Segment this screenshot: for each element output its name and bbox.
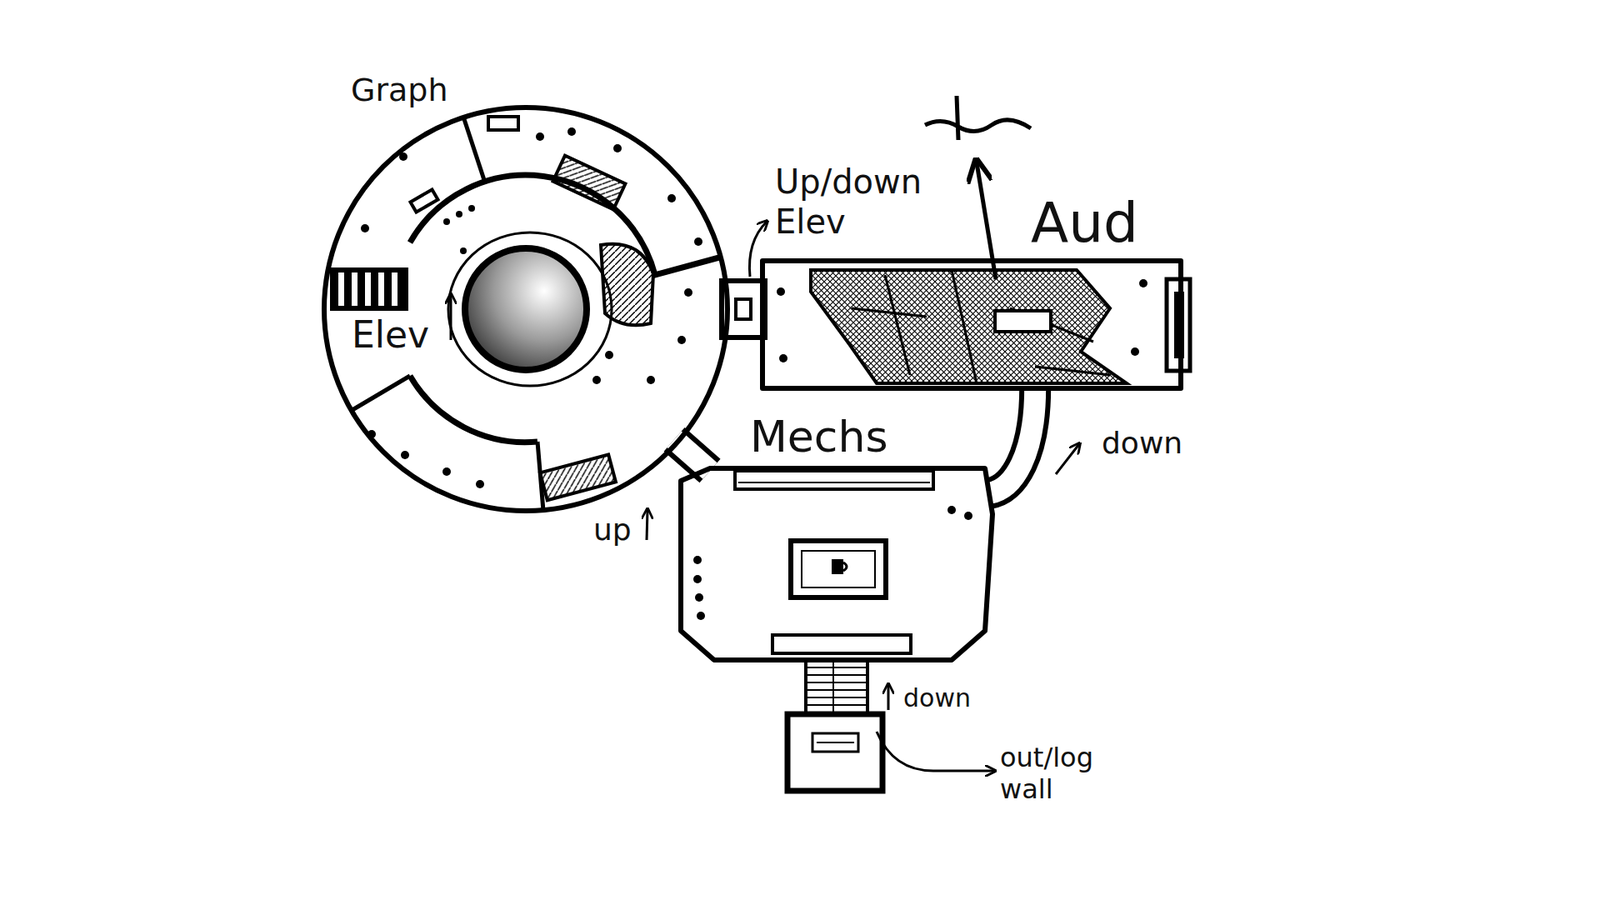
elevator-label: Elev xyxy=(351,313,430,358)
corridor-wall xyxy=(674,439,710,471)
corridor-direction xyxy=(674,439,710,471)
auditorium-interior xyxy=(776,270,1190,384)
area-note: out/log wall xyxy=(1000,741,1125,806)
room-outline xyxy=(321,105,730,514)
connector-label: up xyxy=(593,511,632,548)
direction-note: down xyxy=(903,683,971,714)
room-label: Aud xyxy=(1030,190,1139,256)
room-outline xyxy=(760,258,1184,391)
room-label: Mechs xyxy=(750,410,889,463)
rotunda-interior xyxy=(330,116,720,511)
outlook-box xyxy=(787,714,883,791)
corridor-wall xyxy=(989,387,1035,494)
room-wall xyxy=(762,260,1181,389)
room-wall xyxy=(680,468,993,660)
mechanical-room: Mechs xyxy=(676,464,993,664)
room-label: Graph xyxy=(350,71,449,110)
corridor xyxy=(674,439,710,471)
mechanical-interior xyxy=(693,470,973,654)
room-wall xyxy=(324,107,728,511)
room-outline xyxy=(676,464,993,664)
connector-label: Up/down Elev xyxy=(775,161,942,242)
elevator-car xyxy=(735,299,751,320)
corridor-floor xyxy=(989,387,1035,494)
stairs xyxy=(805,660,868,715)
auditorium-room: Aud xyxy=(760,258,1184,391)
corridor-direction xyxy=(989,387,1035,494)
connector-label: down xyxy=(1101,425,1183,461)
rotunda-room: GraphElev xyxy=(321,105,730,514)
corridor xyxy=(989,387,1035,494)
corridor-floor xyxy=(674,439,710,471)
